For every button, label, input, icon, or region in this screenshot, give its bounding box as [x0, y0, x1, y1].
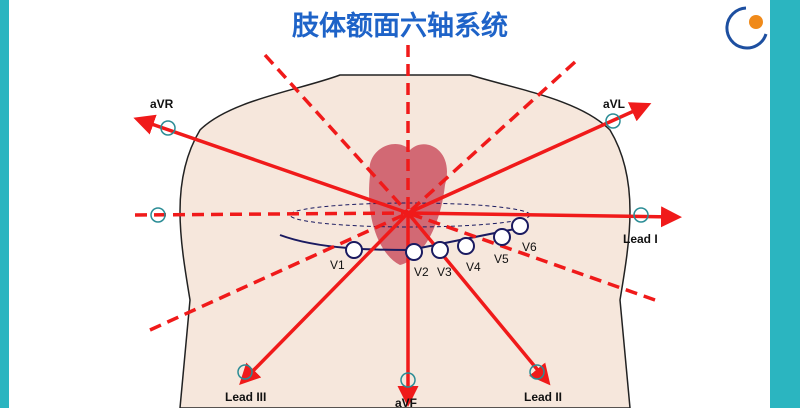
- label-v6: V6: [522, 240, 537, 254]
- label-avr: aVR: [150, 97, 174, 111]
- electrode-markers: [150, 113, 649, 388]
- label-v3: V3: [437, 265, 452, 279]
- right-border: [770, 0, 800, 408]
- lead3-axis: [239, 211, 410, 385]
- label-v1: V1: [330, 258, 345, 272]
- label-avf: aVF: [395, 396, 418, 410]
- solid-axes: [133, 102, 682, 407]
- institution-logo: [725, 6, 768, 50]
- slide-title: 肢体额面六轴系统: [292, 11, 508, 41]
- label-v5: V5: [494, 252, 509, 266]
- label-lead3: Lead III: [225, 390, 267, 404]
- lead1-axis: [407, 206, 682, 228]
- label-v4: V4: [466, 260, 481, 274]
- label-lead1: Lead I: [623, 232, 658, 246]
- dashed-axes: [134, 45, 656, 332]
- left-border: [0, 0, 9, 408]
- label-v2: V2: [414, 265, 429, 279]
- chest-electrodes: [345, 217, 529, 261]
- label-lead2: Lead II: [524, 390, 563, 404]
- lead2-axis: [406, 211, 551, 386]
- avr-axis: [133, 114, 409, 215]
- label-avl: aVL: [603, 97, 626, 111]
- avl-axis: [407, 102, 652, 215]
